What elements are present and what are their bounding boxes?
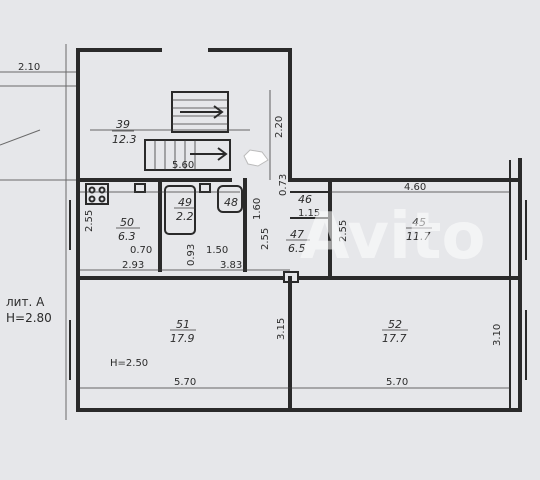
toilet-icon [217, 185, 243, 213]
room-area: 17.7 [382, 332, 407, 345]
stove-icon [85, 183, 109, 205]
dim-label: 2.20 [274, 116, 285, 138]
dim-label: 1.50 [206, 245, 228, 256]
dim-label: 1.60 [252, 198, 263, 220]
room-number: 39 [116, 118, 130, 131]
watermark: Avito [300, 200, 485, 274]
outer-wall-north [76, 48, 162, 92]
room-48: 48 [224, 196, 238, 209]
dim-label: 0.93 [186, 244, 197, 266]
room-number: 50 [120, 216, 134, 229]
room-number: 52 [388, 318, 402, 331]
sink-icon [134, 183, 146, 193]
room-51: 51 17.9 [170, 318, 196, 345]
dim-label: 5.60 [172, 160, 194, 171]
dim-label: 2.55 [260, 228, 271, 250]
room-number: 47 [290, 228, 304, 241]
dim-label: 2.93 [122, 260, 144, 271]
dim-label: 5.70 [174, 377, 196, 388]
room-number: 48 [224, 196, 238, 209]
stair-wall-east [208, 48, 292, 182]
room-50: 50 6.3 [116, 216, 140, 243]
dim-label: 1.15 [298, 208, 320, 219]
room-area: 6.5 [288, 242, 306, 255]
dim-label: 3.83 [220, 260, 242, 271]
column-icon [283, 271, 299, 283]
room-number: 45 [412, 216, 426, 229]
dim-label: 0.73 [278, 174, 289, 196]
grid-line [0, 129, 41, 146]
room-area: 6.3 [118, 230, 136, 243]
bathtub-icon [164, 185, 196, 235]
room-height-label: H=2.50 [110, 358, 148, 369]
dim-label: 4.60 [404, 182, 426, 193]
dim-label: 2.55 [84, 210, 95, 232]
dim-label: 2.55 [338, 220, 349, 242]
stair-arrow-icon [190, 147, 228, 161]
sink-icon [199, 183, 211, 193]
room-number: 49 [178, 196, 192, 209]
room-number: 46 [298, 193, 312, 206]
room-46: 46 [298, 193, 312, 206]
room-45: 45 11.7 [406, 216, 432, 243]
dim-label: 3.15 [276, 318, 287, 340]
room-47: 47 6.5 [286, 228, 310, 255]
dim-label: 5.70 [386, 377, 408, 388]
building-height: H=2.80 [6, 311, 52, 325]
room-52: 52 17.7 [382, 318, 408, 345]
room-area: 12.3 [112, 133, 137, 146]
dim-label: 0.70 [130, 245, 152, 256]
room-49: 49 2.2 [174, 196, 196, 223]
staircase [144, 91, 231, 171]
room-area: 17.9 [170, 332, 195, 345]
stair-arrow-icon [180, 105, 224, 119]
room-number: 51 [176, 318, 190, 331]
building-label: лит. А [6, 295, 45, 309]
scribble-icon [243, 149, 269, 167]
room-area: 11.7 [406, 230, 431, 243]
dim-label: 3.10 [492, 324, 503, 346]
room-area: 2.2 [176, 210, 194, 223]
room-39: 39 12.3 [112, 118, 137, 146]
dim-top-label: 2.10 [18, 62, 40, 73]
outer-wall [76, 88, 522, 412]
